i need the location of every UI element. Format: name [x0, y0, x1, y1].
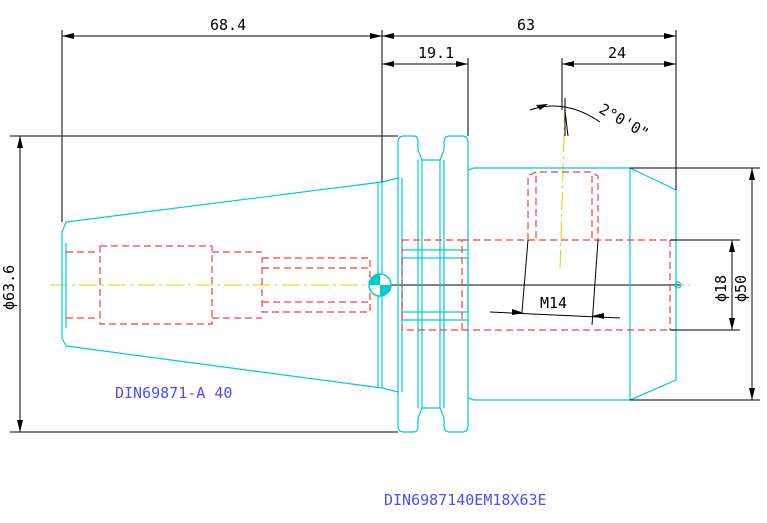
dim-phi-63-6: ϕ63.6 — [0, 265, 18, 310]
dim-63: 63 — [517, 16, 535, 34]
dim-19-1: 19.1 — [418, 44, 454, 62]
angle-centerline — [559, 104, 566, 269]
dim-68-4: 68.4 — [210, 16, 246, 34]
shank-outline — [467, 167, 677, 401]
part-number-label: DIN6987140EM18X63E — [384, 491, 547, 509]
flange-outline — [397, 135, 469, 433]
dim-24: 24 — [608, 44, 626, 62]
dimension-lines — [10, 30, 760, 433]
center-marker — [368, 273, 682, 297]
taper-standard-label: DIN69871-A 40 — [115, 384, 232, 402]
hidden-lines — [66, 171, 676, 331]
dim-phi-50: ϕ50 — [732, 275, 750, 302]
dim-phi-18: ϕ18 — [712, 275, 730, 302]
dim-m14: M14 — [540, 294, 567, 312]
dim-angle: 2°0'0" — [596, 100, 652, 143]
